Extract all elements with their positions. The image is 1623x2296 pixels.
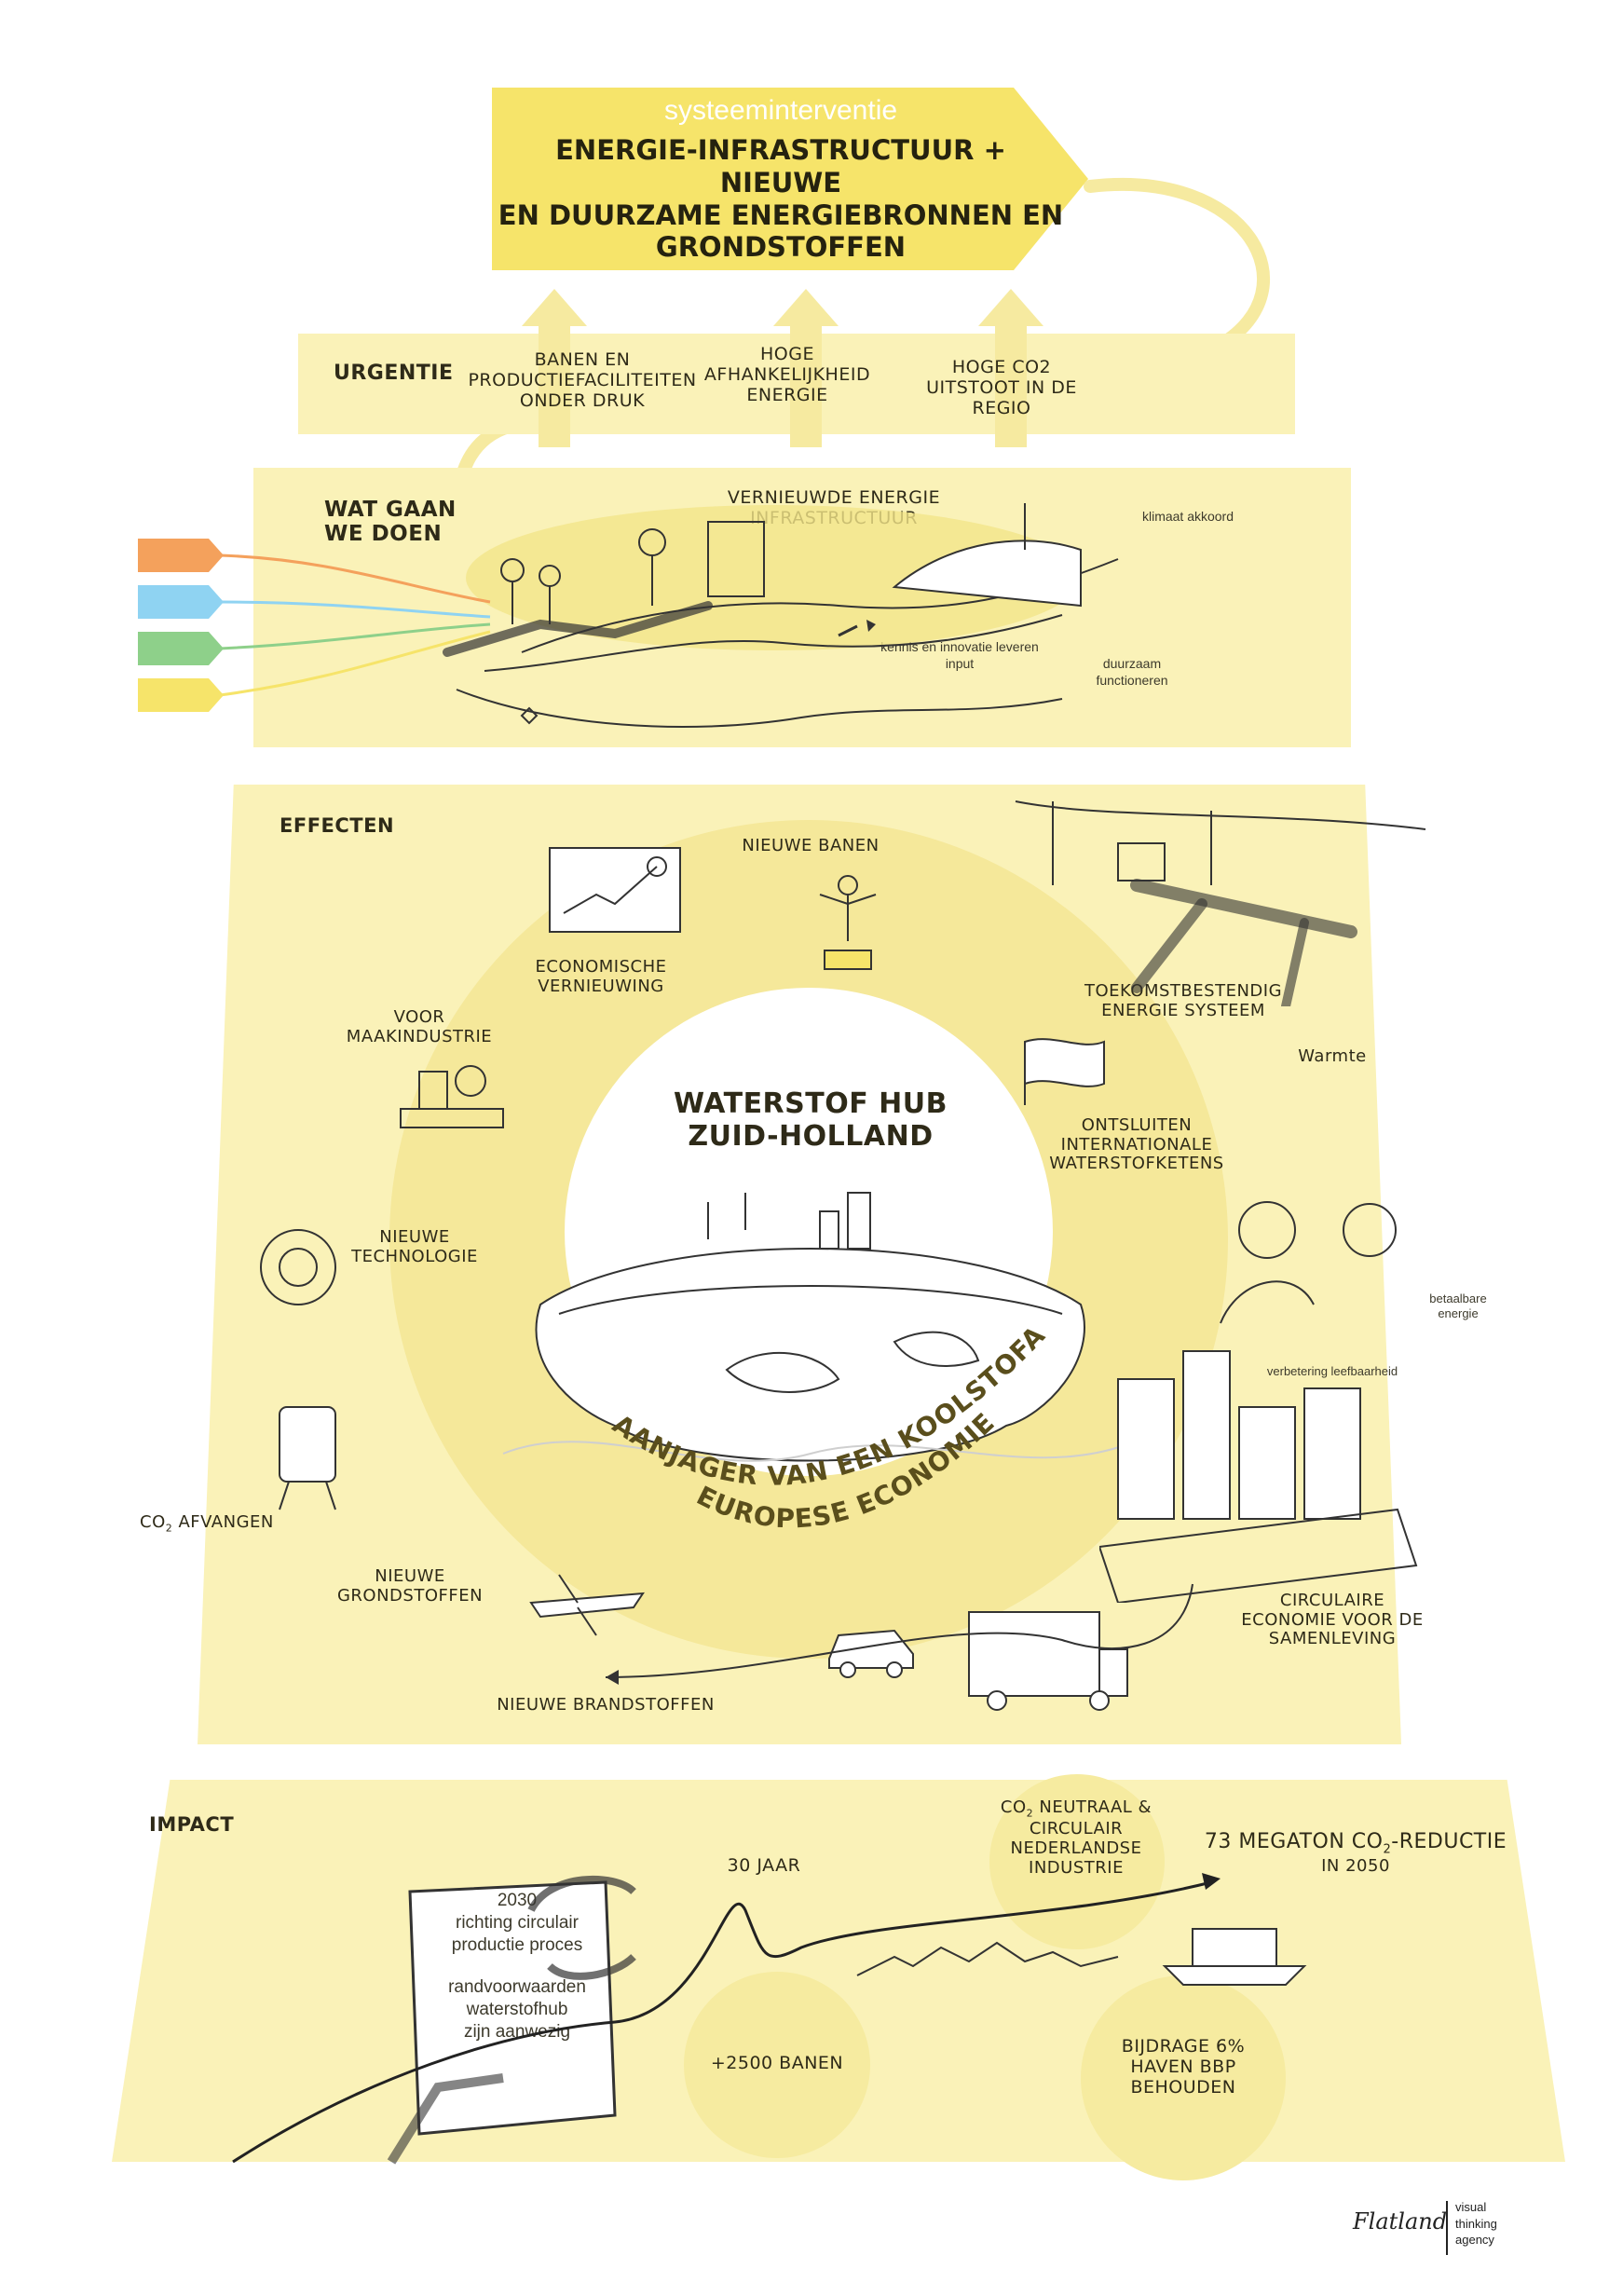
nieuwe-brandstoffen-label: NIEUWE BRANDSTOFFEN (497, 1695, 715, 1715)
wat-gaan-we-doen-label: WAT GAAN WE DOEN (324, 498, 457, 547)
co2-afvangen-label: CO2 AFVANGEN (140, 1512, 274, 1535)
milestone-box (408, 1880, 617, 2136)
effecten-label: EFFECTEN (280, 814, 395, 837)
chart-board-icon (549, 847, 681, 933)
duurzaam-label: duurzaam functioneren (1096, 656, 1168, 688)
dertig-jaar-label: 30 JAAR (727, 1855, 801, 1876)
tag-orange (138, 539, 224, 572)
warmte-label: Warmte (1298, 1046, 1367, 1066)
header-arrow-shape (492, 88, 1088, 270)
eu-flag-icon (1024, 1038, 1105, 1105)
gear-icon (260, 1229, 336, 1305)
klimaat-akkoord-label: klimaat akkoord (1141, 509, 1234, 524)
urgentie-item-banen: BANEN EN PRODUCTIEFACILITEITEN ONDER DRU… (468, 349, 697, 411)
urgentie-item-co2: HOGE CO2 UITSTOOT IN DE REGIO (926, 357, 1077, 418)
header-title: ENERGIE-INFRASTRUCTUUR + NIEUWE EN DUURZ… (498, 134, 1064, 264)
car-icon (828, 1629, 914, 1678)
globe-sketch (502, 1192, 1128, 1462)
header-subtitle: systeeminterventie (663, 95, 898, 126)
impact-label: IMPACT (149, 1813, 235, 1836)
svg-text:AANJAGER VAN EEN KOOLSTOFARME: AANJAGER VAN EEN KOOLSTOFARME (389, 820, 1052, 1492)
economische-vernieuwing-label: ECONOMISCHE VERNIEUWING (535, 957, 667, 996)
nieuwe-grondstoffen-label: NIEUWE GRONDSTOFFEN (336, 1566, 484, 1606)
urgentie-arrows (522, 289, 1043, 447)
tag-green (138, 632, 224, 665)
ontsluiten-label: ONTSLUITEN INTERNATIONALE WATERSTOFKETEN… (1049, 1115, 1224, 1174)
infrastructure-sketch (443, 503, 1119, 728)
timeline-path (232, 1873, 1221, 2165)
impact-circle-neutraal (989, 1774, 1165, 1949)
airplane-icon (529, 1574, 645, 1636)
logo-wordmark: Flatland (1353, 2208, 1448, 2234)
milestone-text: 2030 richting circulair productie proces… (448, 1891, 586, 2042)
header-banner: systeeminterventie ENERGIE-INFRASTRUCTUU… (492, 88, 1090, 270)
flatland-logo: Flatland visual thinking agency (1353, 2195, 1530, 2261)
nieuwe-technologie-label: NIEUWE TECHNOLOGIE (351, 1227, 478, 1266)
circular-arrow (605, 1583, 1193, 1685)
circulaire-economie-label: CIRCULAIRE ECONOMIE VOOR DE SAMENLEVING (1241, 1591, 1424, 1649)
truck-icon (968, 1611, 1128, 1711)
person-jobs-icon (819, 875, 877, 970)
impact-circle-bijdrage (1081, 1975, 1286, 2180)
tag-lines (220, 554, 491, 697)
maakindustrie-label: VOOR MAAKINDUSTRIE (346, 1007, 493, 1046)
co2-tank-icon (279, 1406, 336, 1510)
energy-system-icon (1015, 800, 1426, 1006)
bijdrage-label: BIJDRAGE 6% HAVEN BBP BEHOUDEN (1121, 2036, 1246, 2098)
betaalbare-energie-label: betaalbare energie (1429, 1292, 1487, 1321)
ring-line1: AANJAGER VAN EEN KOOLSTOFARME (389, 820, 1052, 1492)
verbetering-leefbaarheid-label: verbetering leefbaarheid (1266, 1364, 1398, 1378)
skyline-sketch (856, 1928, 1307, 1986)
urgentie-item-afhankelijkheid: HOGE AFHANKELIJKHEID ENERGIE (703, 344, 871, 405)
urgentie-label: URGENTIE (334, 362, 454, 385)
co2-neutraal-label: CO2 NEUTRAAL & CIRCULAIR NEDERLANDSE IND… (1000, 1797, 1152, 1878)
banen-impact-label: +2500 BANEN (710, 2053, 844, 2073)
ring-text: AANJAGER VAN EEN KOOLSTOFARME EUROPESE E… (389, 820, 1052, 1534)
logo-tagline: visual thinking agency (1455, 2200, 1497, 2248)
tag-yellow (138, 678, 224, 712)
machine-icon (400, 1065, 504, 1128)
nieuwe-banen-label: NIEUWE BANEN (742, 836, 880, 855)
impact-circle-banen (684, 1972, 870, 2158)
city-people-icon (1099, 1201, 1418, 1603)
tag-blue (138, 585, 224, 619)
megaton-label: 73 MEGATON CO2-REDUCTIE IN 2050 (1204, 1830, 1507, 1877)
hub-title: WATERSTOF HUB ZUID-HOLLAND (673, 1087, 948, 1153)
